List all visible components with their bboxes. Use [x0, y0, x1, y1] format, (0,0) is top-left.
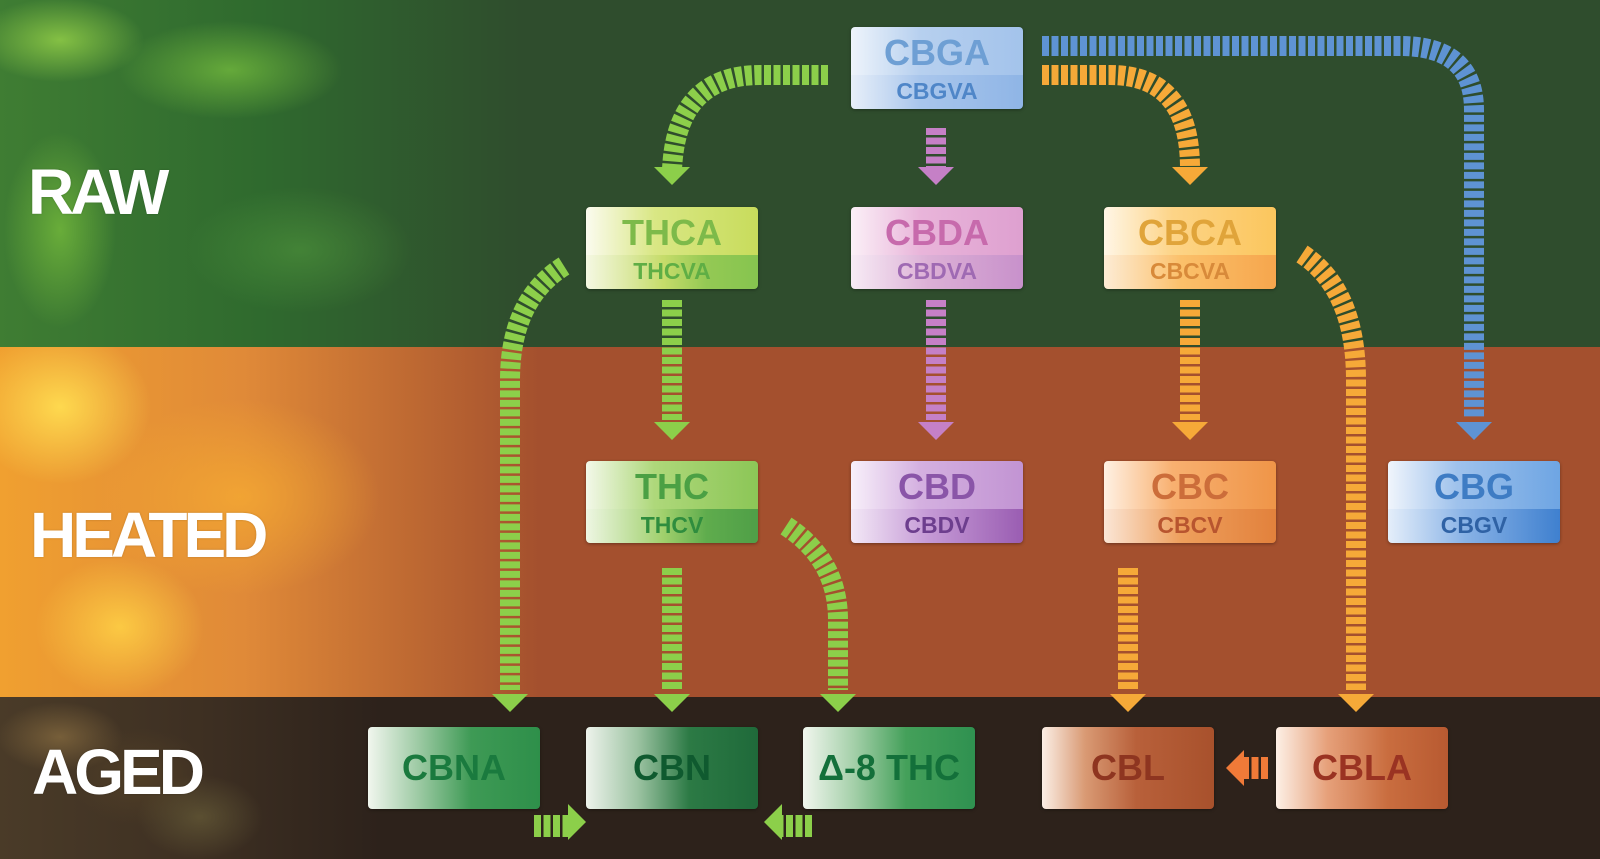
arrow-head-icon: [764, 804, 782, 840]
pathway-arrow-shaft: [1042, 36, 1484, 418]
node-cbga-primary: CBGA: [851, 27, 1023, 75]
node-delta8-thc-label: Δ-8 THC: [818, 747, 960, 788]
node-cbd: CBD CBDV: [851, 461, 1023, 543]
node-thca-secondary: THCVA: [586, 255, 758, 289]
node-cbda-secondary: CBDVA: [851, 255, 1023, 289]
node-thc: THC THCV: [586, 461, 758, 543]
node-cbg-secondary: CBGV: [1388, 509, 1560, 543]
node-cbd-primary: CBD: [851, 461, 1023, 509]
node-thca-primary: THCA: [586, 207, 758, 255]
node-cbd-secondary: CBDV: [851, 509, 1023, 543]
arrow-head-icon: [1110, 694, 1146, 712]
pathway-arrow-shaft: [1296, 245, 1366, 690]
arrow-head-icon: [1338, 694, 1374, 712]
node-cbca: CBCA CBCVA: [1104, 207, 1276, 289]
node-cbda-primary: CBDA: [851, 207, 1023, 255]
node-cbca-secondary: CBCVA: [1104, 255, 1276, 289]
node-cbda: CBDA CBDVA: [851, 207, 1023, 289]
arrow-head-icon: [654, 694, 690, 712]
arrow-head-icon: [1226, 750, 1244, 786]
arrow-head-icon: [492, 694, 528, 712]
node-cbn-label: CBN: [633, 747, 711, 788]
node-cbg: CBG CBGV: [1388, 461, 1560, 543]
node-cbg-primary: CBG: [1388, 461, 1560, 509]
node-cbla-label: CBLA: [1312, 747, 1412, 788]
dried-bud-photo: [0, 697, 380, 859]
node-cbl-label: CBL: [1091, 747, 1165, 788]
arrow-head-icon: [654, 167, 690, 185]
node-thc-secondary: THCV: [586, 509, 758, 543]
stage-label-heated: HEATED: [30, 499, 268, 571]
node-cbna-label: CBNA: [402, 747, 506, 788]
cannabis-leaves-photo: [0, 0, 520, 347]
arrow-head-icon: [918, 422, 954, 440]
pathway-arrow-shaft: [1042, 65, 1200, 169]
arrow-head-icon: [1172, 167, 1208, 185]
band-raw: [0, 0, 1600, 347]
pathway-arrow-shaft: [780, 517, 848, 690]
node-cbn: CBN: [586, 727, 758, 809]
node-cbc: CBC CBCV: [1104, 461, 1276, 543]
node-cbca-primary: CBCA: [1104, 207, 1276, 255]
node-cbga: CBGA CBGVA: [851, 27, 1023, 109]
band-heated: [0, 347, 1600, 697]
pathway-arrow-shaft: [662, 65, 828, 171]
node-delta8-thc: Δ-8 THC: [803, 727, 975, 809]
node-thca: THCA THCVA: [586, 207, 758, 289]
node-cbna: CBNA: [368, 727, 540, 809]
node-cbl: CBL: [1042, 727, 1214, 809]
arrow-head-icon: [654, 422, 690, 440]
node-cbga-secondary: CBGVA: [851, 75, 1023, 109]
arrow-head-icon: [918, 167, 954, 185]
node-thc-primary: THC: [586, 461, 758, 509]
stage-label-raw: RAW: [28, 156, 169, 228]
arrow-head-icon: [1456, 422, 1492, 440]
node-cbla: CBLA: [1276, 727, 1448, 809]
arrow-head-icon: [568, 804, 586, 840]
flame-photo: [0, 347, 540, 697]
stage-label-aged: AGED: [32, 736, 205, 808]
node-cbc-secondary: CBCV: [1104, 509, 1276, 543]
arrow-head-icon: [1172, 422, 1208, 440]
arrow-head-icon: [820, 694, 856, 712]
pathway-arrow-shaft: [500, 257, 570, 690]
node-cbc-primary: CBC: [1104, 461, 1276, 509]
